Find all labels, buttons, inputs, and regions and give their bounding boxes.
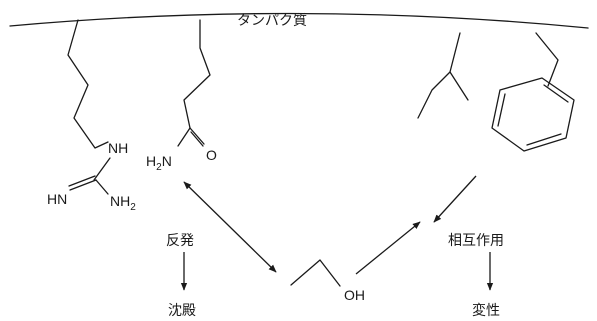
arginine-side-chain: NH HN NH2 xyxy=(47,19,136,213)
glutamine-o-label: O xyxy=(206,147,217,163)
phenyl-to-interaction-arrow xyxy=(433,175,477,223)
ethanol-molecule: OH xyxy=(290,259,365,303)
isoleucine-side-chain xyxy=(417,32,469,119)
precipitation-label: 沈殿 xyxy=(168,303,196,319)
protein-label: タンパク質 xyxy=(237,13,307,29)
ethanol-to-protein-arrow xyxy=(355,221,421,275)
arginine-hn-label: HN xyxy=(47,191,67,207)
glutamine-side-chain: O H2N xyxy=(146,19,217,173)
repulsion-arrow xyxy=(183,181,277,273)
glutamine-h2n-label: H2N xyxy=(146,153,172,173)
arginine-nh2-label: NH2 xyxy=(110,193,136,213)
repulsion-label: 反発 xyxy=(166,233,194,249)
interaction-label: 相互作用 xyxy=(448,233,504,249)
phenylalanine-side-chain xyxy=(491,32,575,152)
protein-backbone xyxy=(9,12,589,29)
denaturation-label: 変性 xyxy=(472,302,500,319)
arginine-nh-label: NH xyxy=(108,140,128,156)
ethanol-oh-label: OH xyxy=(344,287,365,303)
